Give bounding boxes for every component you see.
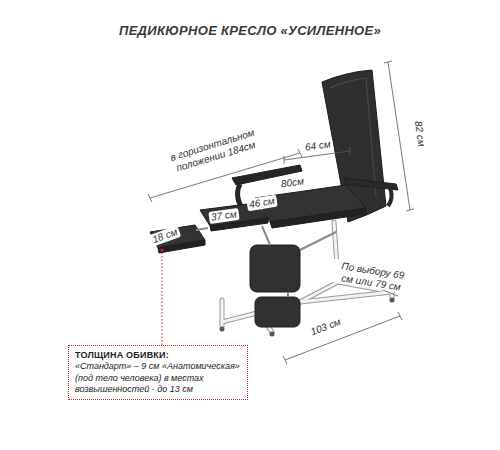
dimension-lines: [284, 151, 350, 160]
dimension-lines: [148, 61, 414, 364]
note-body: «Стандарт» – 9 см «Анатомическая» (под т…: [75, 361, 241, 395]
chair-upholstery: [330, 78, 376, 196]
note-box: ТОЛЩИНА ОБИВКИ:«Стандарт» – 9 см «Анатом…: [68, 345, 248, 400]
diagram-title: ПЕДИКЮРНОЕ КРЕСЛО «УСИЛЕННОЕ»: [40, 23, 460, 38]
chair-upholstery: [196, 228, 208, 230]
chair-frame: [300, 292, 392, 302]
dimension-lines: [285, 316, 400, 360]
chair-upholstery: [150, 70, 398, 327]
leader-dot: [161, 249, 164, 252]
note-heading: ТОЛЩИНА ОБИВКИ:: [75, 350, 241, 361]
chair-upholstery: [262, 226, 288, 297]
dimension-label: в горизонтальном положении 184см: [155, 122, 273, 178]
chair-upholstery: [388, 188, 392, 206]
dimension-lines: [283, 312, 402, 364]
chair-frame: [300, 232, 336, 250]
dimension-label: 80см: [278, 175, 306, 190]
chair-upholstery: [250, 245, 300, 292]
chair-frame: [390, 298, 395, 303]
dimension-label: 103 см: [307, 315, 344, 338]
chair-frame: [220, 327, 225, 332]
chair-upholstery: [270, 208, 366, 228]
chair-upholstery: [158, 240, 205, 253]
dimension-label: 82 см: [412, 118, 428, 149]
dimension-lines: [384, 61, 414, 211]
dimension-label: 64 см: [302, 138, 333, 154]
chair-frame: [270, 332, 275, 337]
chair-upholstery: [255, 297, 300, 327]
leader-line: [162, 252, 163, 345]
dimension-lines: [388, 62, 410, 210]
chair-frame: [220, 298, 395, 337]
chair-frame: [221, 300, 224, 326]
